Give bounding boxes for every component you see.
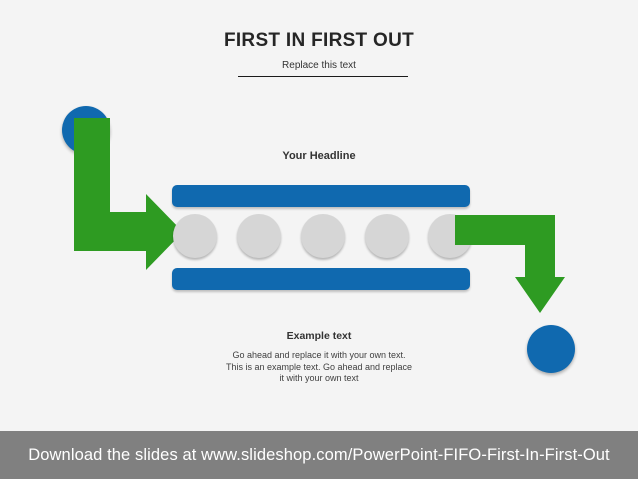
conveyor-top-bar[interactable]	[172, 185, 470, 207]
diagram-headline: Your Headline	[282, 150, 356, 162]
footer-download-link[interactable]: Download the slides at www.slideshop.com…	[28, 445, 610, 464]
conveyor-item-3[interactable]	[301, 214, 345, 258]
output-node-circle[interactable]	[527, 325, 575, 373]
example-text-body: Go ahead and replace it with your own te…	[225, 350, 413, 383]
elbow-arrow-down-right-icon	[74, 118, 183, 270]
conveyor-item-2[interactable]	[237, 214, 281, 258]
conveyor-item-1[interactable]	[173, 214, 217, 258]
page-subtitle: Replace this text	[282, 60, 356, 71]
elbow-arrow-right-down-icon	[455, 215, 565, 313]
example-text-title: Example text	[286, 330, 352, 342]
footer-banner: Download the slides at www.slideshop.com…	[0, 431, 638, 479]
page-title: FIRST IN FIRST OUT	[223, 30, 415, 51]
title-divider	[238, 76, 408, 77]
conveyor-bottom-bar[interactable]	[172, 268, 470, 290]
conveyor-item-4[interactable]	[365, 214, 409, 258]
